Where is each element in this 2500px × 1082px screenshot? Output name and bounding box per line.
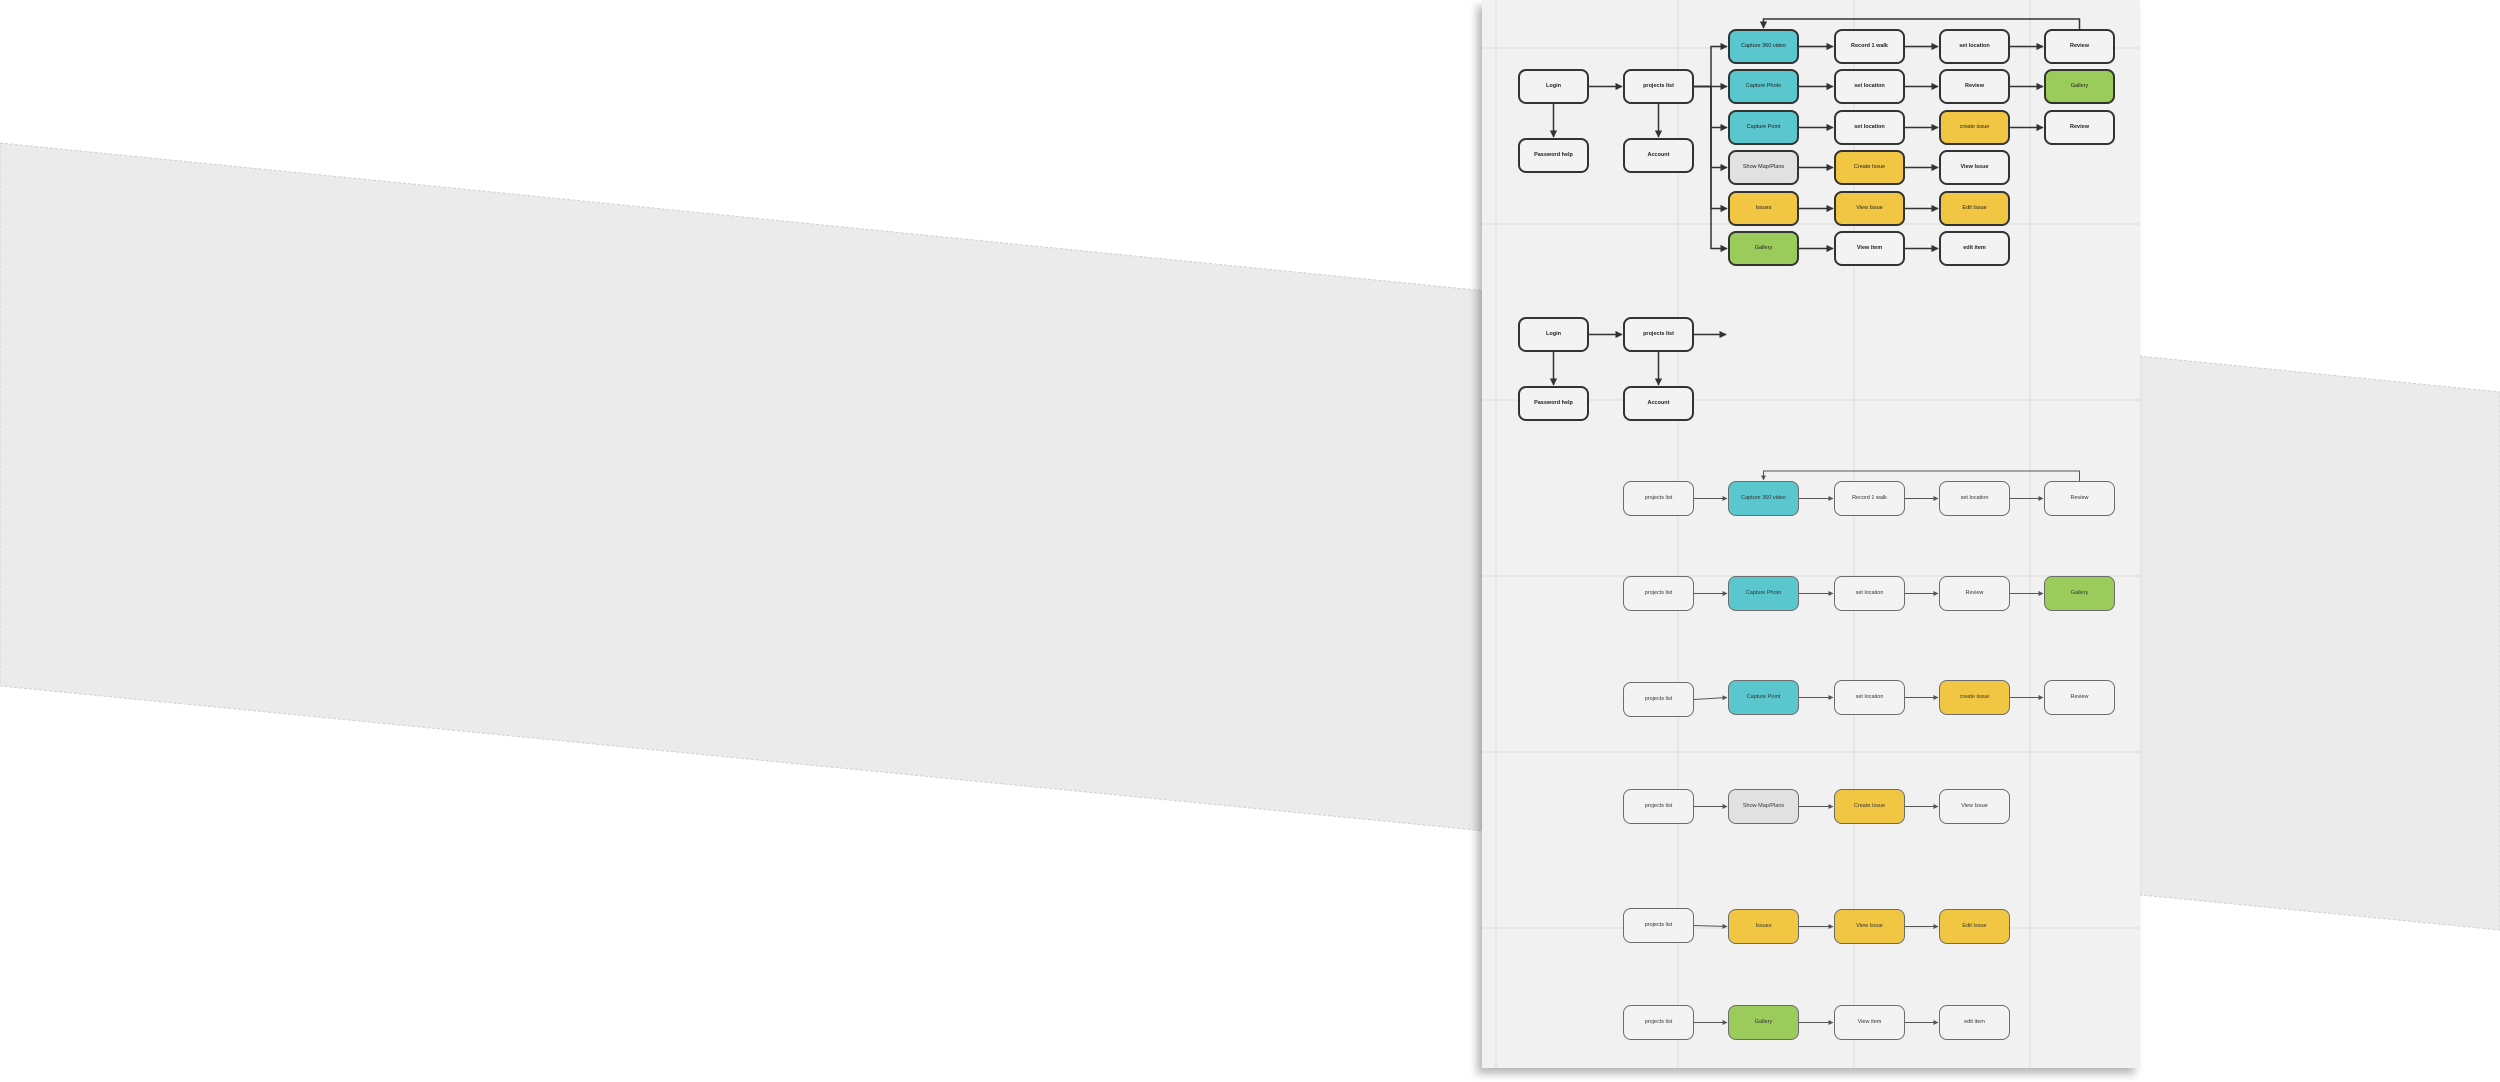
account-node[interactable]: Account: [1623, 386, 1694, 421]
projects-list-node[interactable]: projects list: [1623, 69, 1694, 104]
view-issue-node[interactable]: View Issue: [1834, 191, 1905, 226]
view-issue-node[interactable]: View Issue: [1939, 150, 2010, 185]
view-issue-node[interactable]: View Issue: [1834, 909, 1905, 944]
view-issue-node[interactable]: View Issue: [1939, 789, 2010, 824]
review-node[interactable]: Review: [2044, 481, 2115, 516]
gallery-node[interactable]: Gallery: [1728, 231, 1799, 266]
projects-list-node[interactable]: projects list: [1623, 1005, 1694, 1040]
edit-item-node[interactable]: edit item: [1939, 231, 2010, 266]
review-node[interactable]: Review: [1939, 576, 2010, 611]
projects-list-node[interactable]: projects list: [1623, 576, 1694, 611]
view-item-node[interactable]: View item: [1834, 1005, 1905, 1040]
capture-point-node[interactable]: Capture Point: [1728, 680, 1799, 715]
connector-arrow: [1693, 923, 1728, 929]
connector-arrow: [1761, 470, 2080, 481]
create-issue-node[interactable]: Create Issue: [1834, 150, 1905, 185]
password-help-node[interactable]: Password help: [1518, 386, 1589, 421]
login-node[interactable]: Login: [1518, 69, 1589, 104]
connector-arrow: [1694, 85, 1728, 253]
grid: [1482, 0, 2140, 1068]
capture-360-video-node[interactable]: Capture 360 video: [1728, 29, 1799, 64]
connector-arrow: [1694, 42, 1728, 88]
account-node[interactable]: Account: [1623, 138, 1694, 173]
edit-item-node[interactable]: edit item: [1939, 1005, 2010, 1040]
set-location-node[interactable]: set location: [1834, 69, 1905, 104]
set-location-node[interactable]: set location: [1834, 576, 1905, 611]
projects-list-node[interactable]: projects list: [1623, 481, 1694, 516]
projects-list-node[interactable]: projects list: [1623, 682, 1694, 717]
projects-list-node[interactable]: projects list: [1623, 317, 1694, 352]
show-map-plans-node[interactable]: Show Map/Plans: [1728, 150, 1799, 185]
create-issue-node[interactable]: Create Issue: [1834, 789, 1905, 824]
capture-point-node[interactable]: Capture Point: [1728, 110, 1799, 145]
diagram-board[interactable]: Login projects list Password help Accoun…: [1482, 0, 2140, 1068]
projects-list-node[interactable]: projects list: [1623, 908, 1694, 943]
issues-node[interactable]: Issues: [1728, 909, 1799, 944]
show-map-plans-node[interactable]: Show Map/Plans: [1728, 789, 1799, 824]
capture-photo-node[interactable]: Capture Photo: [1728, 69, 1799, 104]
review-node[interactable]: Review: [2044, 110, 2115, 145]
set-location-node[interactable]: set location: [1939, 481, 2010, 516]
capture-360-video-node[interactable]: Capture 360 video: [1728, 481, 1799, 516]
review-node[interactable]: Review: [2044, 680, 2115, 715]
capture-photo-node[interactable]: Capture Photo: [1728, 576, 1799, 611]
set-location-node[interactable]: set location: [1834, 110, 1905, 145]
login-node[interactable]: Login: [1518, 317, 1589, 352]
review-node[interactable]: Review: [1939, 69, 2010, 104]
board-canvas: [1482, 0, 2140, 1068]
create-issue-node[interactable]: create issue: [1939, 680, 2010, 715]
connector-arrow: [1759, 18, 2081, 29]
record-walk-node[interactable]: Record 1 walk: [1834, 29, 1905, 64]
edit-issue-node[interactable]: Edit Issue: [1939, 191, 2010, 226]
gallery-node[interactable]: Gallery: [2044, 576, 2115, 611]
create-issue-node[interactable]: create issue: [1939, 110, 2010, 145]
projects-list-node[interactable]: projects list: [1623, 789, 1694, 824]
record-walk-node[interactable]: Record 1 walk: [1834, 481, 1905, 516]
view-item-node[interactable]: View item: [1834, 231, 1905, 266]
connector-arrow: [1693, 695, 1728, 701]
password-help-node[interactable]: Password help: [1518, 138, 1589, 173]
issues-node[interactable]: Issues: [1728, 191, 1799, 226]
edit-issue-node[interactable]: Edit Issue: [1939, 909, 2010, 944]
set-location-node[interactable]: set location: [1939, 29, 2010, 64]
gallery-node[interactable]: Gallery: [2044, 69, 2115, 104]
gallery-node[interactable]: Gallery: [1728, 1005, 1799, 1040]
set-location-node[interactable]: set location: [1834, 680, 1905, 715]
connector-layer: [1549, 18, 2081, 1025]
review-node[interactable]: Review: [2044, 29, 2115, 64]
